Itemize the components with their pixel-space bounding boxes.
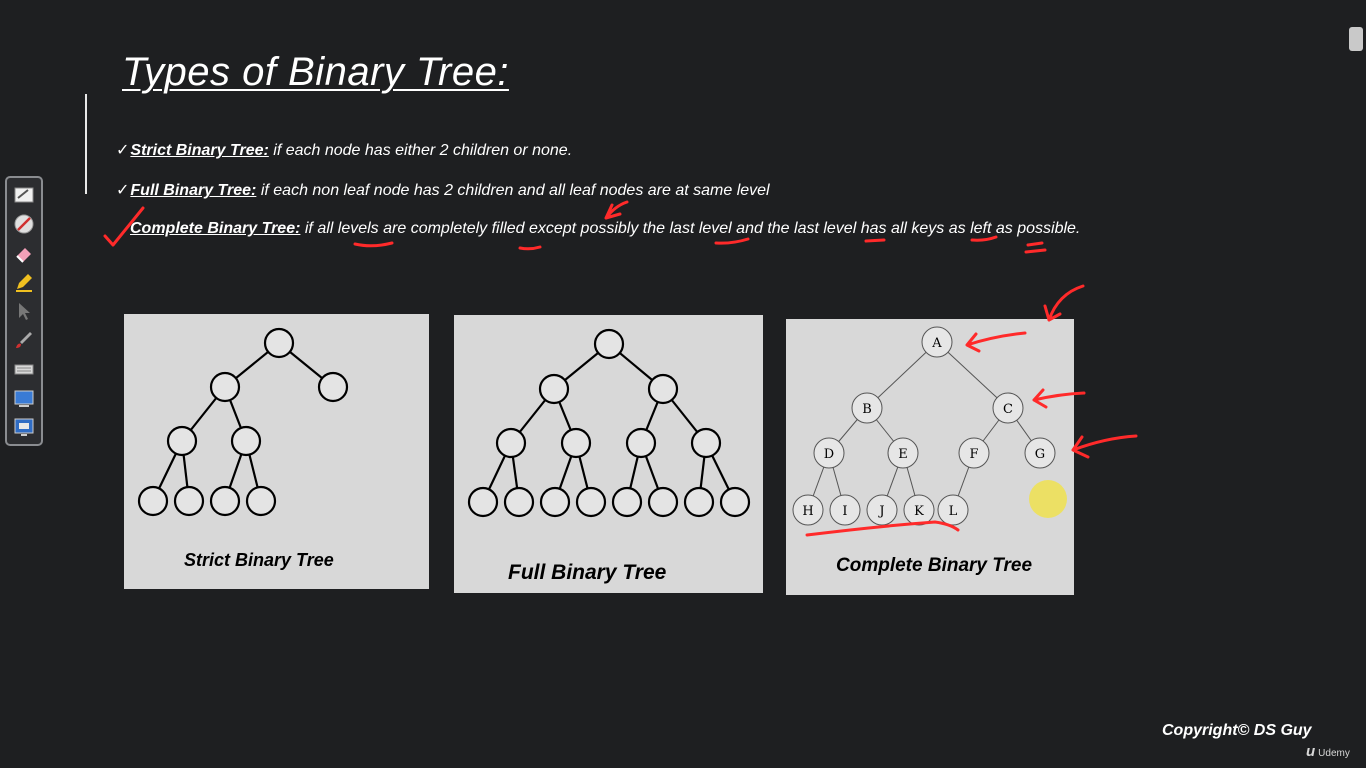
figure-caption: Full Binary Tree — [508, 561, 667, 584]
bullet-strict: ✓Strict Binary Tree: if each node has ei… — [116, 140, 572, 160]
tree-node-label: A — [931, 336, 942, 351]
pen-icon[interactable] — [13, 271, 35, 293]
bullet-text: if each node has either 2 children or no… — [268, 142, 573, 159]
tree-node-label: I — [842, 504, 847, 519]
tree-node-label: G — [1035, 447, 1045, 462]
divider-line — [85, 94, 87, 194]
brush-icon[interactable] — [13, 329, 35, 351]
bullet-full: ✓Full Binary Tree: if each non leaf node… — [116, 180, 770, 200]
bullet-term: Complete Binary Tree: — [130, 220, 301, 237]
tree-node-circle — [921, 326, 953, 358]
bullet-text: if each non leaf node has 2 children and… — [256, 182, 770, 199]
tree-node-label: B — [862, 402, 872, 417]
pointer-icon[interactable] — [13, 300, 35, 322]
bullet-complete: Complete Binary Tree: if all levels are … — [130, 220, 1080, 238]
bullet-term: Full Binary Tree: — [130, 182, 257, 199]
tree-node-label: C — [1003, 402, 1013, 417]
tree-node-label: K — [914, 504, 924, 519]
tree-node-label: E — [898, 447, 908, 462]
tree-node-label: D — [824, 447, 834, 462]
display-icon[interactable] — [13, 416, 35, 438]
tree-node-label: L — [949, 504, 958, 519]
slide-title: Types of Binary Tree: — [122, 50, 509, 94]
udemy-logo-text: Udemy — [1318, 748, 1350, 759]
complete-tree-diagram: A B C D E F G H I J K L — [792, 326, 1056, 526]
check-icon: ✓ — [116, 142, 130, 159]
bullet-text: if all levels are completely filled exce… — [300, 220, 1081, 237]
no-entry-icon[interactable] — [13, 213, 35, 235]
tree-node-circle — [992, 392, 1024, 424]
tree-node-label: J — [877, 504, 884, 519]
tree-node-circle — [887, 437, 919, 469]
eraser-icon[interactable] — [13, 242, 35, 264]
screen-icon[interactable] — [13, 387, 35, 409]
tree-node-circle — [958, 437, 990, 469]
whiteboard-icon[interactable] — [13, 184, 35, 206]
copyright-text: Copyright© DS Guy — [1162, 722, 1312, 739]
tree-node-label: F — [969, 447, 978, 462]
tree-node-label: H — [802, 504, 813, 519]
strict-binary-tree-figure: Strict Binary Tree — [124, 314, 429, 589]
figure-caption: Complete Binary Tree — [836, 555, 1033, 576]
collapse-panel-button[interactable] — [1349, 27, 1363, 51]
tree-node-circle — [851, 392, 883, 424]
udemy-logo-mark: u — [1306, 743, 1316, 760]
tree-node-circle — [1024, 437, 1056, 469]
annotation-toolbar — [5, 176, 43, 446]
cursor-highlight — [1029, 480, 1067, 518]
figure-caption: Strict Binary Tree — [184, 550, 334, 570]
full-binary-tree-figure: Full Binary Tree — [454, 315, 763, 593]
keyboard-icon[interactable] — [13, 358, 35, 380]
bullet-term: Strict Binary Tree: — [130, 142, 269, 159]
strict-tree-diagram — [137, 327, 349, 517]
full-tree-diagram — [467, 328, 751, 518]
tree-node-circle — [813, 437, 845, 469]
complete-binary-tree-figure: A B C D E F G H I J K L Complete Binary … — [786, 319, 1074, 595]
check-icon: ✓ — [116, 182, 130, 199]
